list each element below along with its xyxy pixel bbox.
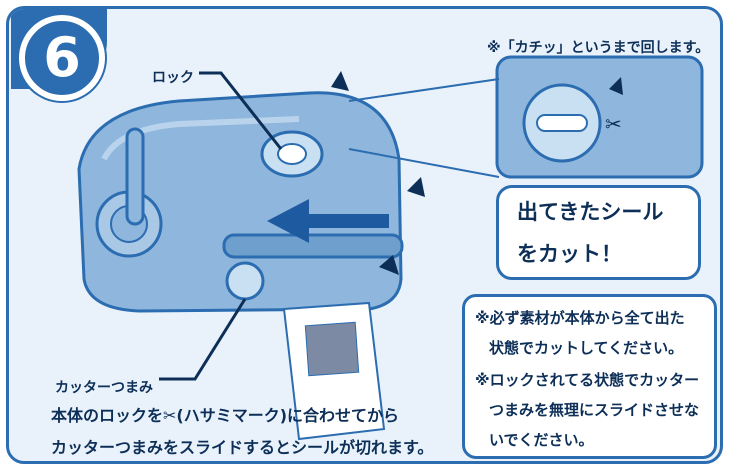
emphasis-mark-icon [379, 255, 399, 275]
cut-callout: 出てきたシール をカット！ [496, 185, 701, 280]
caution-box: ※必ず素材が本体から全て出た 状態でカットしてください。 ※ロックされてる状態で… [462, 294, 717, 459]
panel-frame: ✂ 6 ※「カチッ」というまで回します。 ロック カッターつまみ 出てきたシール… [6, 6, 723, 464]
caution-line-1: ※必ず素材が本体から全て出た [475, 309, 685, 327]
crank-handle [125, 127, 145, 226]
scissors-icon: ✂ [605, 112, 622, 136]
caution-line-2: 状態でカットしてください。 [489, 339, 684, 357]
cutter-pointer-line [159, 298, 247, 381]
cutter-knob [225, 261, 265, 301]
sticker-image [304, 321, 360, 377]
instruction-line-2: カッターつまみをスライドするとシールが切れます。 [51, 438, 434, 457]
emphasis-mark-icon [407, 177, 425, 197]
caution-line-4: つまみを無理にスライドさせな [489, 401, 700, 419]
dial-zoom-inset: ✂ [348, 55, 704, 179]
callout-line-1: 出てきたシール [517, 200, 664, 224]
slide-arrow-icon [267, 199, 389, 243]
click-mark-icon [609, 77, 623, 95]
emphasis-mark-icon [331, 71, 349, 91]
callout-line-2: をカット！ [517, 242, 622, 266]
cutter-slot [222, 233, 404, 259]
device-illustration: ✂ [77, 55, 704, 441]
step-number: 6 [19, 15, 105, 101]
cutter-knob-label: カッターつまみ [55, 380, 153, 396]
caution-line-3: ※ロックされてる状態でカッター [475, 371, 700, 389]
sticker-maker-body [77, 91, 404, 441]
lock-pointer-line [199, 71, 283, 150]
instruction-line-1: 本体のロックを✂(ハサミマーク)に合わせてから [51, 406, 400, 425]
rotate-note: ※「カチッ」というまで回します。 [487, 40, 710, 56]
lock-label: ロック [152, 70, 194, 86]
caution-line-5: いでください。 [489, 431, 594, 449]
